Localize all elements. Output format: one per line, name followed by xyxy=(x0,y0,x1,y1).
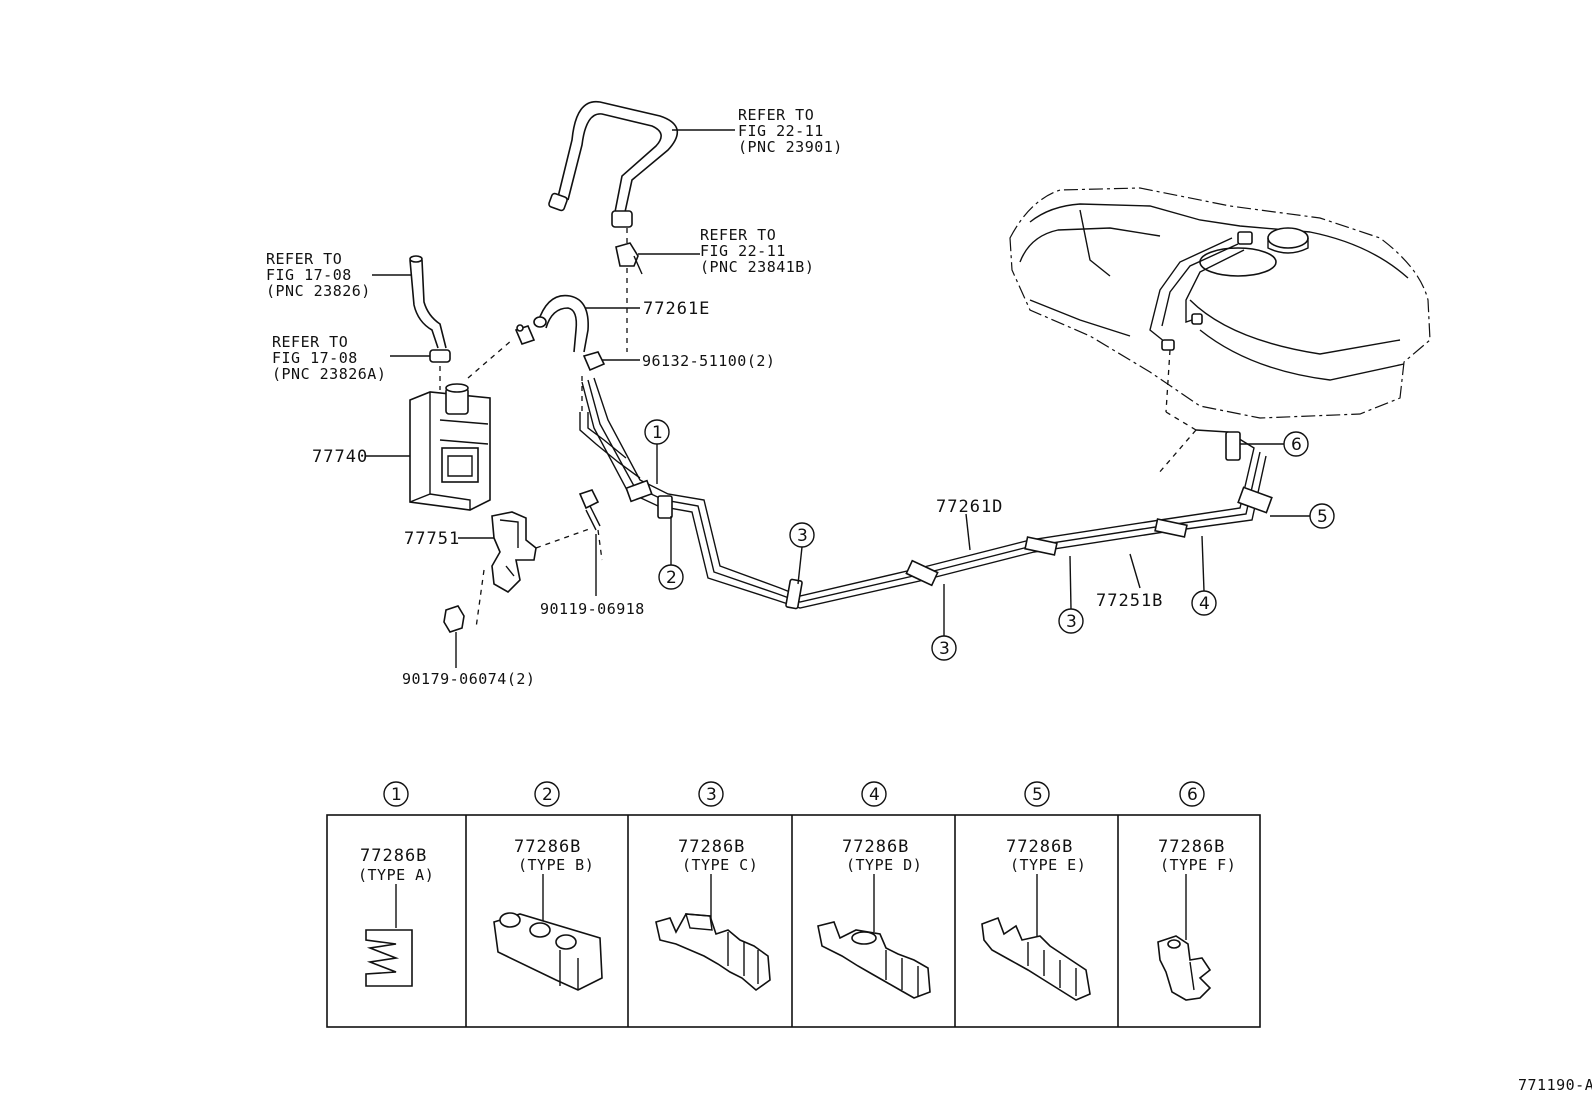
svg-text:(TYPE B): (TYPE B) xyxy=(518,856,594,874)
clamp-col-2: 2 77286B (TYPE B) xyxy=(493,781,603,991)
refer-fig22-11-pnc23901-callout: REFER TO FIG 22-11 (PNC 23901) xyxy=(738,106,843,156)
marker-4: 4 xyxy=(1191,535,1217,616)
marker-5: 5 xyxy=(1270,503,1335,529)
refer-fig22-11-pnc23841b-callout: REFER TO FIG 22-11 (PNC 23841B) xyxy=(700,226,814,276)
svg-text:77286B: 77286B xyxy=(360,846,427,866)
svg-text:3: 3 xyxy=(797,526,808,546)
svg-text:77286B: 77286B xyxy=(678,837,745,857)
marker-3-c: 3 xyxy=(1058,555,1084,634)
part-96132-label: 96132-51100(2) xyxy=(642,352,775,370)
svg-text:FIG 22-11: FIG 22-11 xyxy=(738,122,824,140)
svg-text:5: 5 xyxy=(1317,507,1328,527)
clamp-col-6: 6 77286B (TYPE F) xyxy=(1157,781,1236,1001)
svg-text:(TYPE F): (TYPE F) xyxy=(1160,856,1236,874)
svg-text:1: 1 xyxy=(652,423,663,443)
hose-77261e: 77261E xyxy=(533,294,710,353)
clamp-col-5: 5 77286B (TYPE E) xyxy=(981,781,1091,1001)
part-77261d-label: 77261D xyxy=(936,497,1003,517)
clamp-col-1: 1 77286B (TYPE A) xyxy=(358,781,434,987)
part-90119-label: 90119-06918 xyxy=(540,600,645,618)
svg-text:REFER TO: REFER TO xyxy=(700,226,776,244)
fuel-filler-vent-hose xyxy=(548,100,735,228)
svg-text:(PNC 23826A): (PNC 23826A) xyxy=(272,365,386,383)
clamp-type-table xyxy=(326,814,1261,1028)
hose-clamp-96132: 96132-51100(2) xyxy=(582,351,775,372)
marker-3-a: 3 xyxy=(789,522,815,585)
svg-text:3: 3 xyxy=(706,785,717,805)
clip-23841b xyxy=(615,228,700,352)
part-77261e-label: 77261E xyxy=(643,299,710,319)
svg-text:FIG 17-08: FIG 17-08 xyxy=(272,349,358,367)
svg-text:77286B: 77286B xyxy=(514,837,581,857)
svg-text:FIG 22-11: FIG 22-11 xyxy=(700,242,786,260)
svg-text:3: 3 xyxy=(939,639,950,659)
svg-text:REFER TO: REFER TO xyxy=(272,333,348,351)
nut-90179-06074: 90179-06074(2) xyxy=(402,605,535,688)
svg-text:(TYPE E): (TYPE E) xyxy=(1010,856,1086,874)
charcoal-canister-77740: 77740 xyxy=(312,339,513,511)
hose-clamp-left xyxy=(514,324,536,345)
svg-text:5: 5 xyxy=(1032,785,1043,805)
part-77740-label: 77740 xyxy=(312,447,368,467)
svg-text:6: 6 xyxy=(1291,435,1302,455)
svg-text:(TYPE C): (TYPE C) xyxy=(682,856,758,874)
svg-text:(PNC 23826): (PNC 23826) xyxy=(266,282,371,300)
canister-bracket-77751: 77751 xyxy=(404,511,593,629)
svg-text:(TYPE A): (TYPE A) xyxy=(358,866,434,884)
marker-6: 6 xyxy=(1240,431,1309,457)
svg-text:FIG 17-08: FIG 17-08 xyxy=(266,266,352,284)
marker-1: ① 1 xyxy=(644,419,670,484)
hose-clamp-23826a xyxy=(390,349,451,363)
svg-text:REFER TO: REFER TO xyxy=(266,250,342,268)
marker-2: 2 xyxy=(658,516,684,590)
svg-text:REFER TO: REFER TO xyxy=(738,106,814,124)
svg-text:(TYPE D): (TYPE D) xyxy=(846,856,922,874)
clamp-col-3: 3 77286B (TYPE C) xyxy=(655,781,771,992)
clamp-col-4: 4 77286B (TYPE D) xyxy=(817,781,931,999)
fuel-line-bundle: 77261D 77251B xyxy=(579,376,1273,611)
canister-inlet-hose xyxy=(372,255,447,349)
part-90179-label: 90179-06074(2) xyxy=(402,670,535,688)
svg-text:2: 2 xyxy=(542,785,553,805)
refer-fig17-08-pnc23826a-callout: REFER TO FIG 17-08 (PNC 23826A) xyxy=(272,333,386,383)
svg-text:(PNC 23901): (PNC 23901) xyxy=(738,138,843,156)
svg-text:2: 2 xyxy=(666,568,677,588)
svg-text:4: 4 xyxy=(1199,594,1210,614)
figure-code: 771190-A xyxy=(1518,1076,1592,1094)
svg-text:77286B: 77286B xyxy=(1158,837,1225,857)
svg-text:1: 1 xyxy=(391,785,402,805)
marker-3-b: 3 xyxy=(931,584,957,661)
refer-fig17-08-pnc23826-callout: REFER TO FIG 17-08 (PNC 23826) xyxy=(266,250,371,300)
part-77251b-label: 77251B xyxy=(1096,591,1163,611)
svg-text:3: 3 xyxy=(1066,612,1077,632)
svg-text:6: 6 xyxy=(1187,785,1198,805)
svg-text:(PNC 23841B): (PNC 23841B) xyxy=(700,258,814,276)
bolt-90119-06918: 90119-06918 xyxy=(540,489,645,618)
svg-text:77286B: 77286B xyxy=(842,837,909,857)
fuel-tank xyxy=(1009,187,1431,475)
part-77751-label: 77751 xyxy=(404,529,460,549)
svg-text:77286B: 77286B xyxy=(1006,837,1073,857)
svg-text:4: 4 xyxy=(869,785,880,805)
